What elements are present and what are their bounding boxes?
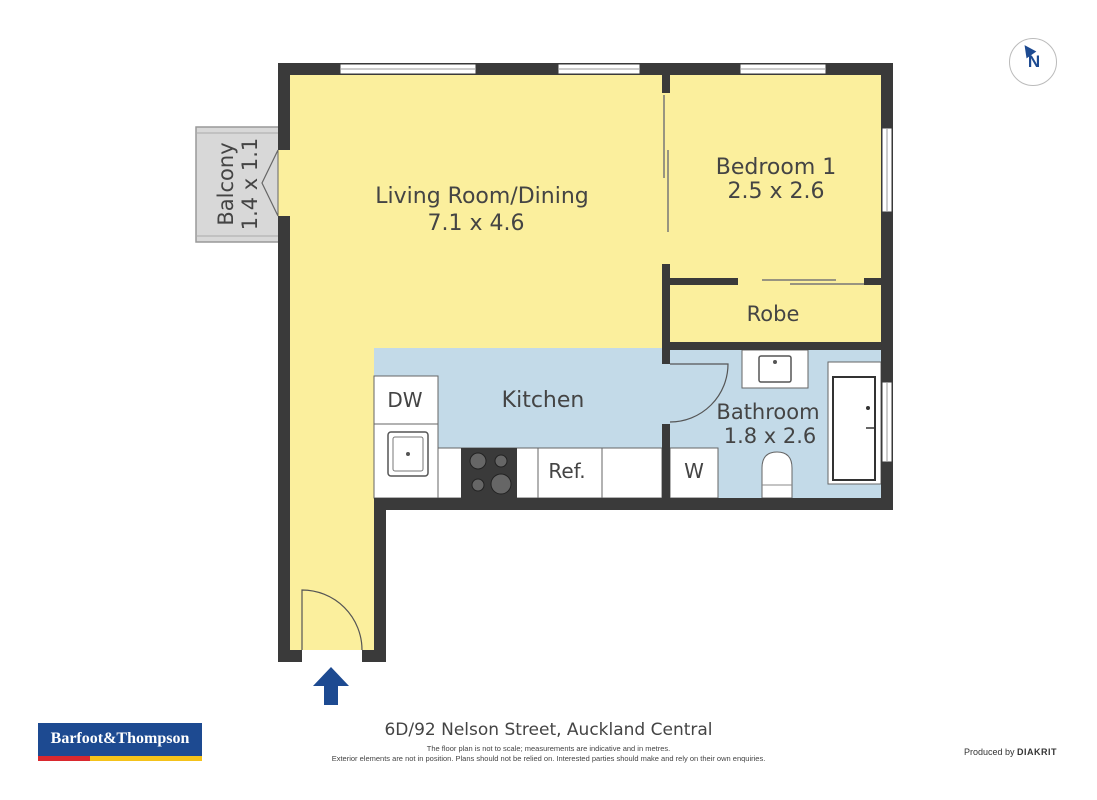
living-room-dims: 7.1 x 4.6 <box>428 211 525 236</box>
robe-area <box>670 285 881 342</box>
bedroom-area <box>670 75 881 278</box>
kitchen-name: Kitchen <box>502 388 585 413</box>
disclaimer-line-1: The floor plan is not to scale; measurem… <box>426 744 671 753</box>
dishwasher-label: DW <box>387 388 422 412</box>
bathroom-name: Bathroom <box>716 400 819 424</box>
living-room-area <box>290 75 662 650</box>
fridge-label: Ref. <box>548 459 585 483</box>
producer-prefix: Produced by <box>963 747 1015 757</box>
logo-stripe <box>38 756 202 761</box>
disclaimer-line-2: Exterior elements are not in position. P… <box>331 754 766 763</box>
robe-name: Robe <box>747 302 800 326</box>
producer-brand: DIAKRIT <box>1017 747 1057 757</box>
logo-stripe-red <box>38 756 90 761</box>
compass-label: N <box>1027 52 1041 71</box>
agency-logo: Barfoot&Thompson <box>38 723 202 761</box>
living-room-name: Living Room/Dining <box>375 184 588 209</box>
balcony-name: Balcony <box>214 142 238 225</box>
basin <box>758 355 792 383</box>
toilet <box>761 451 793 499</box>
bedroom-dims: 2.5 x 2.6 <box>728 179 825 204</box>
bathroom-door <box>669 363 729 423</box>
balcony-area <box>195 126 285 243</box>
producer-credit: Produced by DIAKRIT <box>964 747 1057 757</box>
compass: N <box>1009 38 1057 86</box>
entry-door <box>301 589 363 651</box>
balcony-dims: 1.4 x 1.1 <box>238 138 262 231</box>
agency-logo-text: Barfoot&Thompson <box>50 730 190 747</box>
bathroom-dims: 1.8 x 2.6 <box>724 424 817 448</box>
entry-arrow <box>313 667 349 705</box>
property-address: 6D/92 Nelson Street, Auckland Central <box>384 720 713 740</box>
washer-label: W <box>684 459 704 483</box>
bedroom-name: Bedroom 1 <box>716 155 837 180</box>
